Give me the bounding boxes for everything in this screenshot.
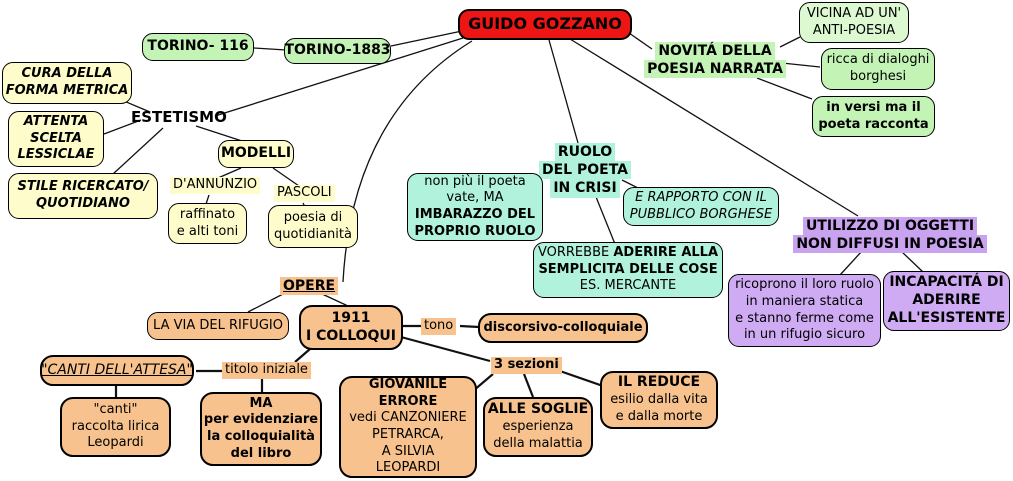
node-label: titolo iniziale — [222, 362, 311, 379]
node-guido-gozzano[interactable]: GUIDO GOZZANO — [458, 9, 632, 40]
node-dannunzio[interactable]: D'ANNUNZIO — [170, 177, 261, 194]
node-label: ESTETISMO — [131, 108, 227, 126]
node-label: MODELLI — [220, 145, 292, 162]
node-3-sezioni[interactable]: 3 sezioni — [491, 357, 562, 374]
node-label: D'ANNUNZIO — [170, 177, 261, 194]
node-canti-dell-attesa[interactable]: "CANTI DELL'ATTESA" — [40, 355, 194, 386]
node-label: TORINO-1883 — [284, 42, 391, 59]
node-incapacita-aderire-esistente[interactable]: INCAPACITÁ DI ADERIRE ALL'ESISTENTE — [883, 271, 1010, 331]
node-titolo-iniziale[interactable]: titolo iniziale — [222, 362, 311, 379]
node-cura-della-forma-metrica[interactable]: CURA DELLA FORMA METRICA — [2, 62, 132, 104]
node-il-reduce[interactable]: IL REDUCE esilio dalla vita e dalla mort… — [600, 371, 718, 429]
node-poesia-di-quotidianita[interactable]: poesia di quotidianità — [268, 205, 358, 248]
node-utilizzo-oggetti-non-diffusi[interactable]: UTILIZZO DI OGGETTI NON DIFFUSI IN POESI… — [793, 217, 987, 254]
node-torino-116[interactable]: TORINO- 116 — [142, 33, 254, 61]
node-la-via-del-rifugio[interactable]: LA VIA DEL RIFUGIO — [147, 312, 289, 340]
node-vicina-anti-poesia[interactable]: VICINA AD UN' ANTI-POESIA — [799, 2, 909, 43]
node-attenta-scelta-lessicale[interactable]: ATTENTA SCELTA LESSICLAE — [8, 111, 104, 167]
node-estetismo[interactable]: ESTETISMO — [131, 108, 227, 126]
node-label: tono — [421, 318, 457, 335]
node-canti-raccolta-lirica-leopardi[interactable]: "canti" raccolta lirica Leopardi — [60, 397, 171, 457]
node-label: OPERE — [280, 277, 339, 296]
node-label: 3 sezioni — [491, 357, 562, 374]
node-stile-ricercato-quotidiano[interactable]: STILE RICERCATO/ QUOTIDIANO — [8, 173, 158, 219]
node-torino-1883[interactable]: TORINO-1883 — [284, 38, 391, 64]
node-imbarazzo-del-proprio-ruolo[interactable]: non più il poeta vate, MA IMBARAZZO DEL … — [407, 173, 543, 241]
node-raffinato-alti-toni[interactable]: raffinato e alti toni — [168, 203, 247, 244]
node-alle-soglie[interactable]: ALLE SOGLIE esperienza della malattia — [483, 397, 593, 457]
node-ruolo-del-poeta-in-crisi[interactable]: RUOLO DEL POETA IN CRISI — [539, 143, 632, 198]
node-in-versi-ma-il-poeta-racconta[interactable]: in versi ma il poeta racconta — [812, 96, 935, 137]
node-label: discorsivo-colloquiale — [483, 319, 643, 335]
node-giovanile-errore[interactable]: GIOVANILE ERRORE vedi CANZONIERE PETRARC… — [339, 376, 477, 478]
node-pascoli[interactable]: PASCOLI — [274, 185, 335, 202]
node-discorsivo-colloquiale[interactable]: discorsivo-colloquiale — [478, 313, 648, 343]
node-label: GUIDO GOZZANO — [468, 14, 622, 34]
node-modelli[interactable]: MODELLI — [218, 140, 294, 168]
node-label: TORINO- 116 — [147, 38, 249, 55]
node-1911-i-colloqui[interactable]: 1911 I COLLOQUI — [299, 305, 403, 350]
node-label: PASCOLI — [274, 185, 335, 202]
node-tono[interactable]: tono — [421, 318, 457, 335]
node-ma-per-evidenziare-colloquialita[interactable]: MA per evidenziare la colloquialità del … — [200, 392, 322, 466]
node-ricoprono-ruolo-statico[interactable]: ricoprono il loro ruolo in maniera stati… — [728, 274, 881, 347]
node-ricca-di-dialoghi-borghesi[interactable]: ricca di dialoghi borghesi — [821, 48, 935, 90]
node-novita-poesia-narrata[interactable]: NOVITÁ DELLA POESIA NARRATA — [644, 42, 786, 79]
node-rapporto-pubblico-borghese[interactable]: E RAPPORTO CON IL PUBBLICO BORGHESE — [623, 187, 779, 226]
node-vorrebbe-aderire-semplicita[interactable]: VORREBBE ADERIRE ALLA SEMPLICITA DELLE C… — [533, 242, 723, 298]
node-label: LA VIA DEL RIFUGIO — [153, 317, 283, 333]
node-opere[interactable]: OPERE — [280, 277, 339, 296]
node-label: "CANTI DELL'ATTESA" — [41, 361, 193, 378]
